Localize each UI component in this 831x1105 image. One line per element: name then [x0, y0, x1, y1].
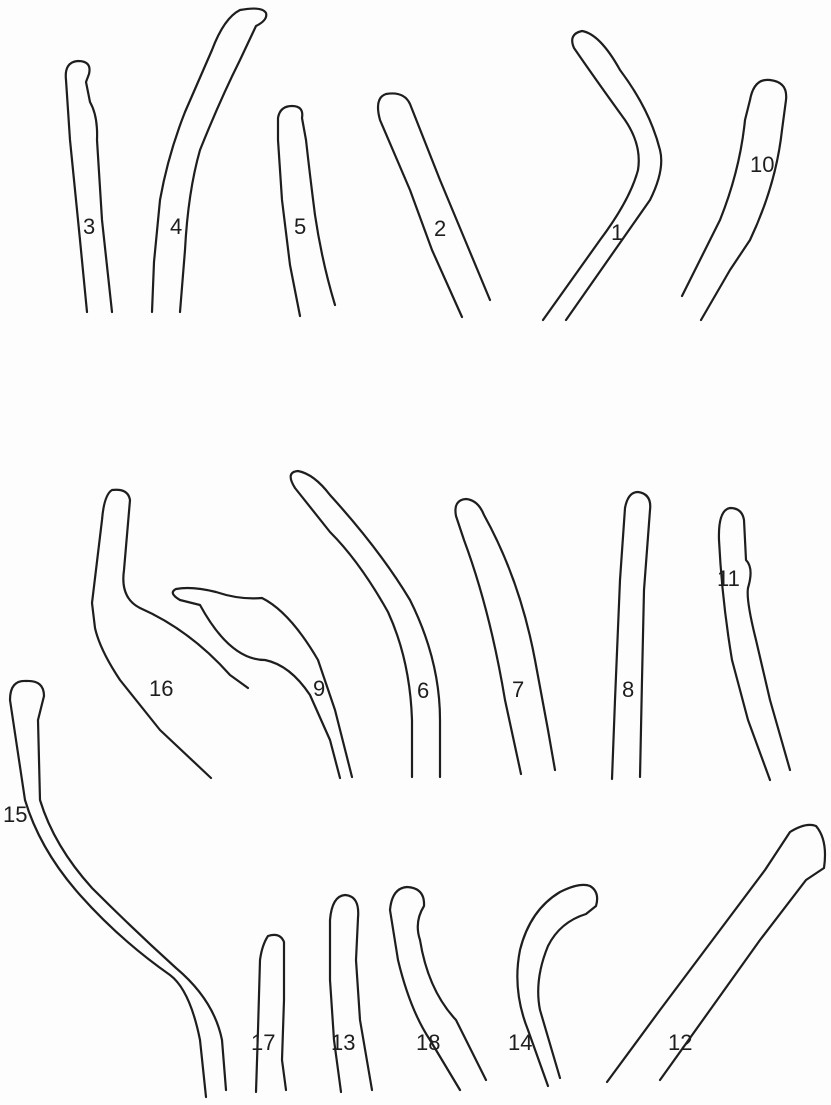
specimen-9: 9: [173, 588, 352, 778]
label-1: 1: [611, 220, 623, 245]
specimen-7: 7: [455, 499, 555, 774]
specimen-8: 8: [612, 492, 650, 779]
specimen-18: 18: [390, 887, 486, 1090]
label-14: 14: [508, 1030, 532, 1055]
specimen-6: 6: [291, 471, 440, 777]
label-5: 5: [294, 214, 306, 239]
specimen-14: 14: [508, 885, 597, 1086]
label-11: 11: [717, 566, 740, 591]
label-16: 16: [149, 676, 173, 701]
label-6: 6: [417, 678, 429, 703]
label-12: 12: [668, 1030, 692, 1055]
specimen-2: 2: [378, 93, 490, 317]
specimen-3: 3: [66, 61, 112, 312]
specimen-10: 10: [682, 80, 786, 320]
specimen-4: 4: [152, 9, 266, 312]
specimen-1: 1: [543, 31, 661, 320]
label-13: 13: [331, 1030, 355, 1055]
label-2: 2: [434, 216, 446, 241]
label-17: 17: [251, 1030, 275, 1055]
specimen-15: 15: [3, 681, 226, 1097]
label-4: 4: [170, 214, 182, 239]
specimen-16: 16: [92, 490, 248, 778]
label-9: 9: [313, 676, 325, 701]
specimen-12: 12: [607, 825, 825, 1082]
label-8: 8: [622, 677, 634, 702]
label-10: 10: [750, 152, 774, 177]
label-3: 3: [83, 214, 95, 239]
label-15: 15: [3, 802, 27, 827]
specimen-11: 11: [717, 508, 790, 780]
specimen-13: 13: [330, 895, 372, 1092]
label-18: 18: [416, 1030, 440, 1055]
specimen-17: 17: [251, 935, 286, 1092]
label-7: 7: [512, 677, 524, 702]
specimen-5: 5: [278, 106, 335, 316]
